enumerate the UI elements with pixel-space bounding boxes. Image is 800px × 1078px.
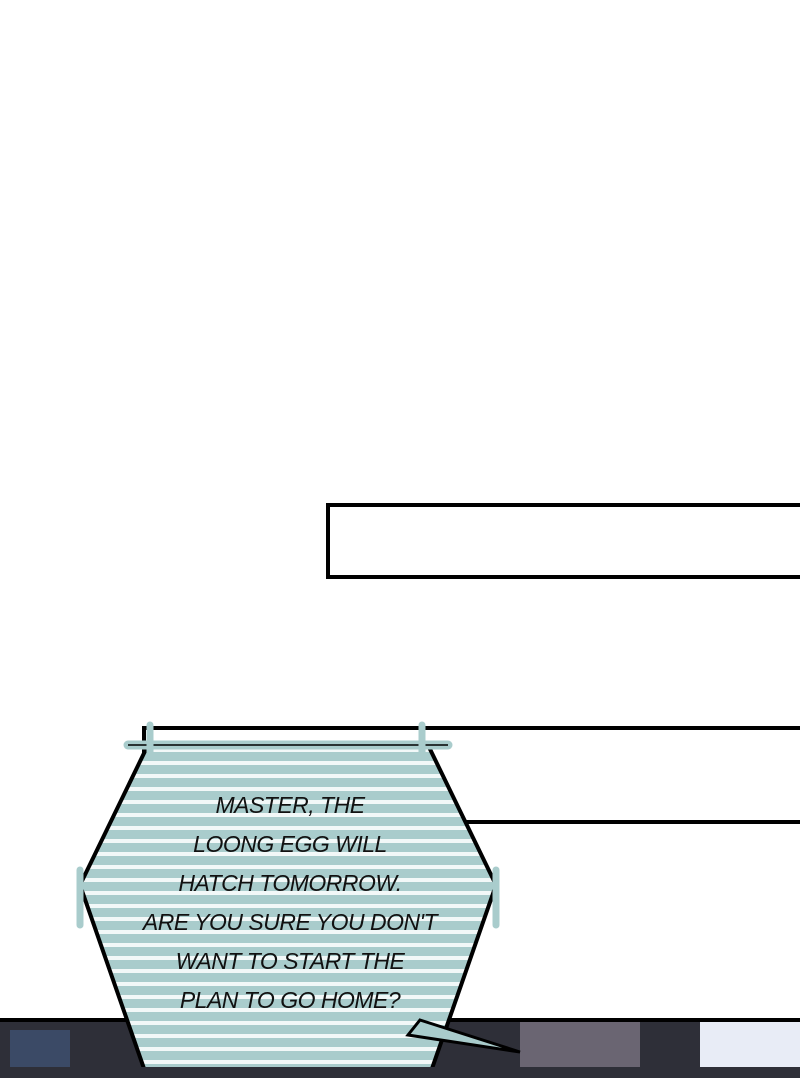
character-hair xyxy=(700,1022,800,1067)
speech-bubble-text: MASTER, THE LOONG EGG WILL HATCH TOMORRO… xyxy=(110,786,470,1020)
bubble-line: ARE YOU SURE YOU DON'T xyxy=(142,909,438,935)
window-detail xyxy=(10,1030,70,1067)
bubble-line: HATCH TOMORROW. xyxy=(178,870,402,896)
empty-caption-box xyxy=(326,503,800,579)
bubble-line: PLAN TO GO HOME? xyxy=(179,987,401,1013)
speech-bubble xyxy=(76,721,521,1067)
bubble-tail xyxy=(405,1018,521,1054)
bubble-line: MASTER, THE xyxy=(215,792,365,818)
bubble-line: LOONG EGG WILL xyxy=(193,831,387,857)
bubble-line: WANT TO START THE xyxy=(175,948,405,974)
character-figure xyxy=(520,1022,640,1067)
